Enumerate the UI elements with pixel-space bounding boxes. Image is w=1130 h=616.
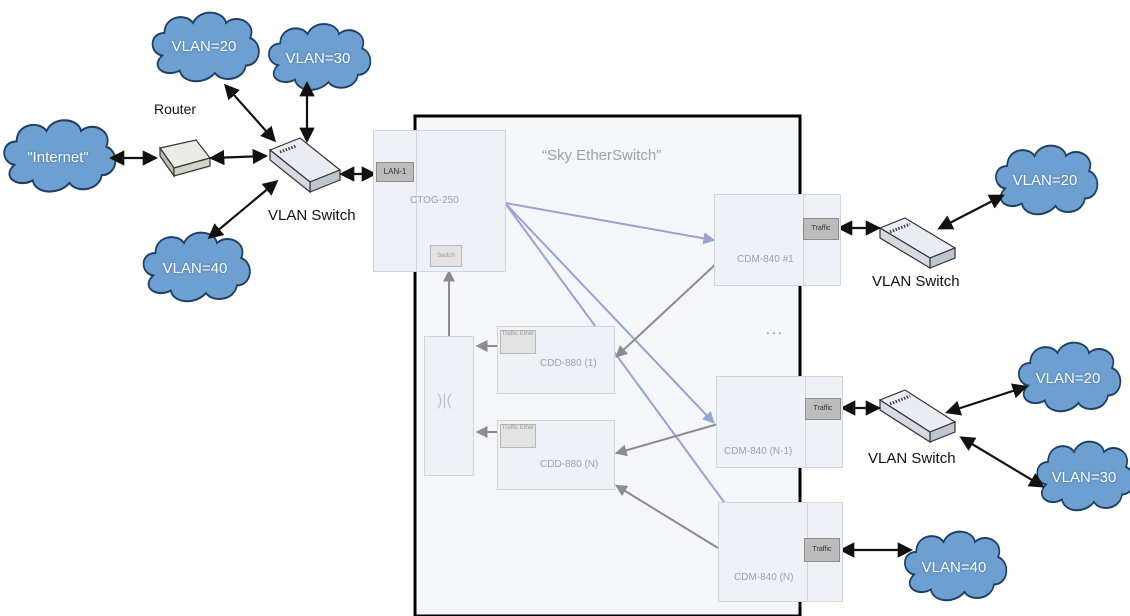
cloud-label-internet: "Internet"	[27, 149, 89, 166]
black-links	[108, 80, 1045, 558]
switch-port: Switch	[430, 245, 462, 267]
cdd-1-label: CDD-880 (1)	[540, 358, 597, 369]
vlan-switch-right2-icon	[878, 389, 957, 444]
cloud-label-vlan40-right: VLAN=40	[921, 559, 987, 576]
ctog-label: CTOG-250	[410, 195, 459, 206]
cdm-n1-box	[716, 376, 806, 468]
traffic-port-1: Traffic	[803, 218, 839, 240]
cloud-label-vlan30-right: VLAN=30	[1051, 469, 1117, 486]
cloud-label-vlan30-top: VLAN=30	[285, 50, 351, 67]
traffic-ether-n: Traffic Ether	[500, 424, 536, 448]
multiplexer-box	[424, 336, 474, 476]
vlan-switch-left-label: VLAN Switch	[268, 207, 356, 224]
grey-links	[443, 261, 719, 549]
cdm-n1-side	[805, 376, 843, 468]
traffic-port-2: Traffic	[805, 398, 841, 420]
vlan-switch-right1-icon	[878, 217, 957, 270]
router-icon	[158, 139, 212, 178]
vlan-switch-right2-label: VLAN Switch	[868, 450, 956, 467]
cdm-n-label: CDM-840 (N)	[734, 572, 794, 583]
vlan-switch-left-icon	[268, 137, 342, 194]
cloud-label-vlan20-top: VLAN=20	[171, 38, 237, 55]
antenna-icon: )|(	[437, 392, 452, 409]
vlan-switch-right1-label: VLAN Switch	[872, 273, 960, 290]
traffic-port-3: Traffic	[804, 538, 840, 562]
cdm-1-side	[803, 194, 841, 286]
cdm-n1-label: CDM-840 (N-1)	[724, 446, 793, 457]
lan1-port: LAN-1	[376, 162, 414, 182]
cdm-n-box	[718, 502, 808, 602]
ellipsis: ...	[766, 321, 784, 337]
cdd-n-label: CDD-880 (N)	[540, 459, 599, 470]
traffic-ether-1: Traffic Ether	[500, 330, 536, 354]
sky-etherswitch-title: “Sky EtherSwitch”	[542, 147, 662, 164]
cdm-1-label: CDM-840 #1	[737, 254, 794, 265]
router-label: Router	[154, 101, 197, 117]
cloud-label-vlan20-right1: VLAN=20	[1012, 172, 1078, 189]
cdm-1-box	[714, 194, 804, 286]
cloud-label-vlan40-left: VLAN=40	[162, 260, 228, 277]
cloud-label-vlan20-right2: VLAN=20	[1035, 370, 1101, 387]
blue-links	[504, 202, 734, 515]
